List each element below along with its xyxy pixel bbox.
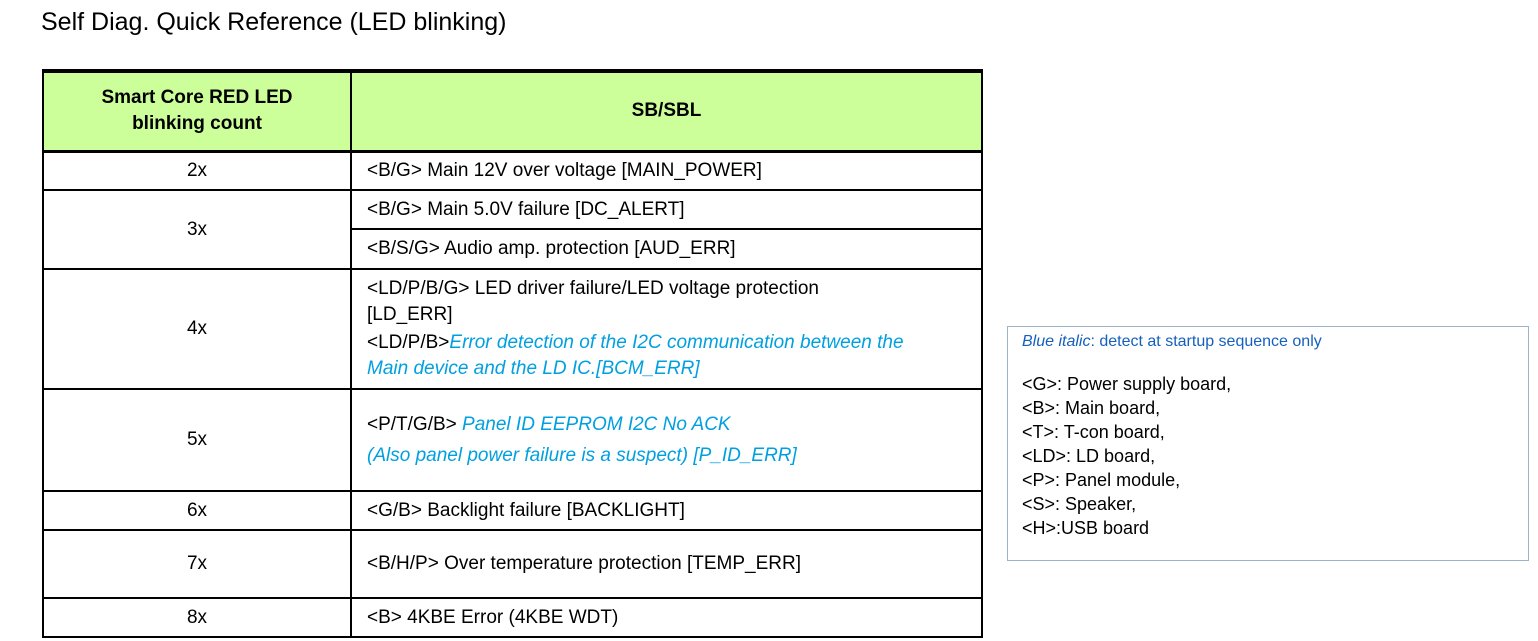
error-cell-4x: <LD/P/B/G> LED driver failure/LED voltag… <box>350 268 983 390</box>
table-row: 8x <B> 4KBE Error (4KBE WDT) <box>42 597 983 638</box>
error-bcm-err-prefix: <LD/P/B> <box>367 332 450 353</box>
legend-item-main-board: <B>: Main board, <box>1022 398 1161 418</box>
error-bcm-err-blue-text2: Main device and the LD IC.[BCM_ERR] <box>367 358 700 379</box>
board-legend-box: Blue italic: detect at startup sequence … <box>1007 326 1529 561</box>
legend-item-power-supply: <G>: Power supply board, <box>1022 374 1232 394</box>
table-row: 5x <P/T/G/B> Panel ID EEPROM I2C No ACK … <box>42 388 983 492</box>
error-backlight: <G/B> Backlight failure [BACKLIGHT] <box>350 490 983 531</box>
error-p-id-line1: <P/T/G/B> Panel ID EEPROM I2C No ACK <box>367 409 969 440</box>
header-model: SB/SBL <box>350 69 983 153</box>
blink-count-3x: 3x <box>42 189 352 270</box>
error-ld-err-line1: <LD/P/B/G> LED driver failure/LED voltag… <box>367 278 820 299</box>
legend-item-panel-module: <P>: Panel module, <box>1022 470 1181 490</box>
legend-item-ld-board: <LD>: LD board, <box>1022 446 1156 466</box>
table-header-row: Smart Core RED LED blinking count SB/SBL <box>42 69 983 153</box>
legend-list: <G>: Power supply board, <B>: Main board… <box>1022 372 1231 540</box>
legend-item-speaker: <S>: Speaker, <box>1022 494 1137 514</box>
blink-count-6x: 6x <box>42 490 352 531</box>
legend-item-usb-board: <H>:USB board <box>1022 518 1150 538</box>
error-dc-alert: <B/G> Main 5.0V failure [DC_ALERT] <box>350 189 983 230</box>
error-ld-err-line2: [LD_ERR] <box>367 304 453 325</box>
error-p-id-blue-text1: Panel ID EEPROM I2C No ACK <box>462 414 731 435</box>
blink-count-4x: 4x <box>42 268 352 390</box>
table-row: 4x <LD/P/B/G> LED driver failure/LED vol… <box>42 268 983 390</box>
blink-count-7x: 7x <box>42 529 352 599</box>
error-aud-err: <B/S/G> Audio amp. protection [AUD_ERR] <box>350 228 983 270</box>
error-bcm-err-line1: <LD/P/B>Error detection of the I2C commu… <box>367 330 969 356</box>
error-4kbe: <B> 4KBE Error (4KBE WDT) <box>350 597 983 638</box>
legend-item-tcon-board: <T>: T-con board, <box>1022 422 1165 442</box>
legend-note-rest: : detect at startup sequence only <box>1090 333 1322 350</box>
header-count-line2: blinking count <box>132 113 262 135</box>
error-cell-5x: <P/T/G/B> Panel ID EEPROM I2C No ACK (Al… <box>350 388 983 492</box>
blink-count-8x: 8x <box>42 597 352 638</box>
table-row: <B/S/G> Audio amp. protection [AUD_ERR] <box>43 228 983 270</box>
led-blink-reference-table: Smart Core RED LED blinking count SB/SBL… <box>42 69 983 638</box>
error-p-id-blue-text2: (Also panel power failure is a suspect) … <box>367 445 797 466</box>
table-row: 7x <B/H/P> Over temperature protection [… <box>42 529 983 599</box>
table-row: 3x <B/G> Main 5.0V failure [DC_ALERT] <box>42 189 983 270</box>
table-row: 6x <G/B> Backlight failure [BACKLIGHT] <box>42 490 983 531</box>
table-row: 2x <B/G> Main 12V over voltage [MAIN_POW… <box>42 150 983 191</box>
error-bcm-err-blue-text1: Error detection of the I2C communication… <box>449 332 904 353</box>
blink-count-5x: 5x <box>42 388 352 492</box>
header-count-line1: Smart Core RED LED <box>101 87 293 109</box>
error-temp-err: <B/H/P> Over temperature protection [TEM… <box>350 529 983 599</box>
error-p-id-prefix: <P/T/G/B> <box>367 414 463 435</box>
header-blink-count: Smart Core RED LED blinking count <box>42 69 352 153</box>
blink-count-2x: 2x <box>42 150 352 191</box>
legend-note: Blue italic: detect at startup sequence … <box>1022 332 1322 352</box>
page-title: Self Diag. Quick Reference (LED blinking… <box>41 8 507 36</box>
legend-note-italic: Blue italic <box>1022 333 1091 350</box>
error-main-power: <B/G> Main 12V over voltage [MAIN_POWER] <box>350 150 983 191</box>
